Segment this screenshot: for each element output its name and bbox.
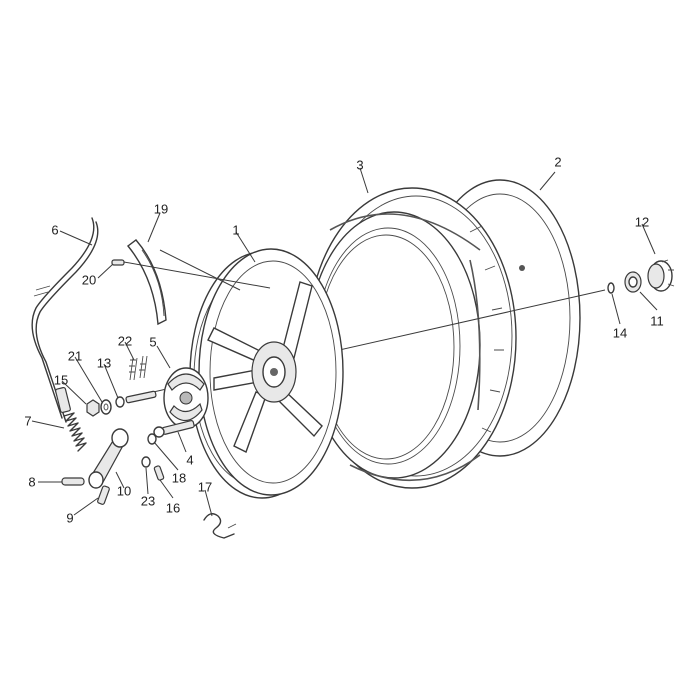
callout-6: 6 xyxy=(51,223,58,238)
callout-19: 19 xyxy=(154,202,168,217)
callout-1: 1 xyxy=(232,223,239,238)
brake-shoe-plate xyxy=(163,367,209,429)
callout-9: 9 xyxy=(66,511,73,526)
callout-21: 21 xyxy=(68,349,82,364)
callout-15: 15 xyxy=(54,373,68,388)
callout-7: 7 xyxy=(24,414,31,429)
callout-8: 8 xyxy=(28,475,35,490)
pin-13 xyxy=(125,390,157,404)
callout-10: 10 xyxy=(117,484,131,499)
callout-13: 13 xyxy=(97,356,111,371)
callout-3: 3 xyxy=(356,158,363,173)
screw-16 xyxy=(153,465,165,481)
washer-23 xyxy=(141,456,151,468)
bush-13 xyxy=(115,396,125,408)
spacer-14 xyxy=(607,282,615,294)
pin-8 xyxy=(61,477,85,486)
brake-cam xyxy=(153,420,195,438)
cap-12 xyxy=(647,259,675,292)
washer-18 xyxy=(147,433,157,445)
nut-11 xyxy=(624,271,642,293)
callout-17: 17 xyxy=(198,480,212,495)
guard-19 xyxy=(126,239,167,326)
callout-12: 12 xyxy=(635,215,649,230)
clip-17 xyxy=(203,513,237,539)
cable-spring-7 xyxy=(63,412,87,452)
callout-14: 14 xyxy=(613,326,627,341)
bolt-9 xyxy=(97,485,110,505)
washer-21 xyxy=(100,399,112,415)
callout-4: 4 xyxy=(186,453,193,468)
callout-23: 23 xyxy=(141,494,155,509)
leader-lines xyxy=(31,167,658,517)
springs-22 xyxy=(129,355,148,381)
nut-15 xyxy=(86,399,100,417)
callout-16: 16 xyxy=(166,501,180,516)
brake-cable xyxy=(31,217,99,423)
tyre xyxy=(307,187,517,489)
callout-18: 18 xyxy=(172,471,186,486)
callout-22: 22 xyxy=(118,334,132,349)
callout-5: 5 xyxy=(149,335,156,350)
wheel-rim xyxy=(189,248,344,499)
callout-labels: 1 2 3 4 5 6 7 8 9 10 11 12 13 14 15 16 1… xyxy=(24,155,663,526)
brake-lever xyxy=(88,428,129,489)
callout-2: 2 xyxy=(554,155,561,170)
callout-20: 20 xyxy=(82,273,96,288)
screw-20 xyxy=(111,259,125,266)
callout-11: 11 xyxy=(650,314,664,329)
